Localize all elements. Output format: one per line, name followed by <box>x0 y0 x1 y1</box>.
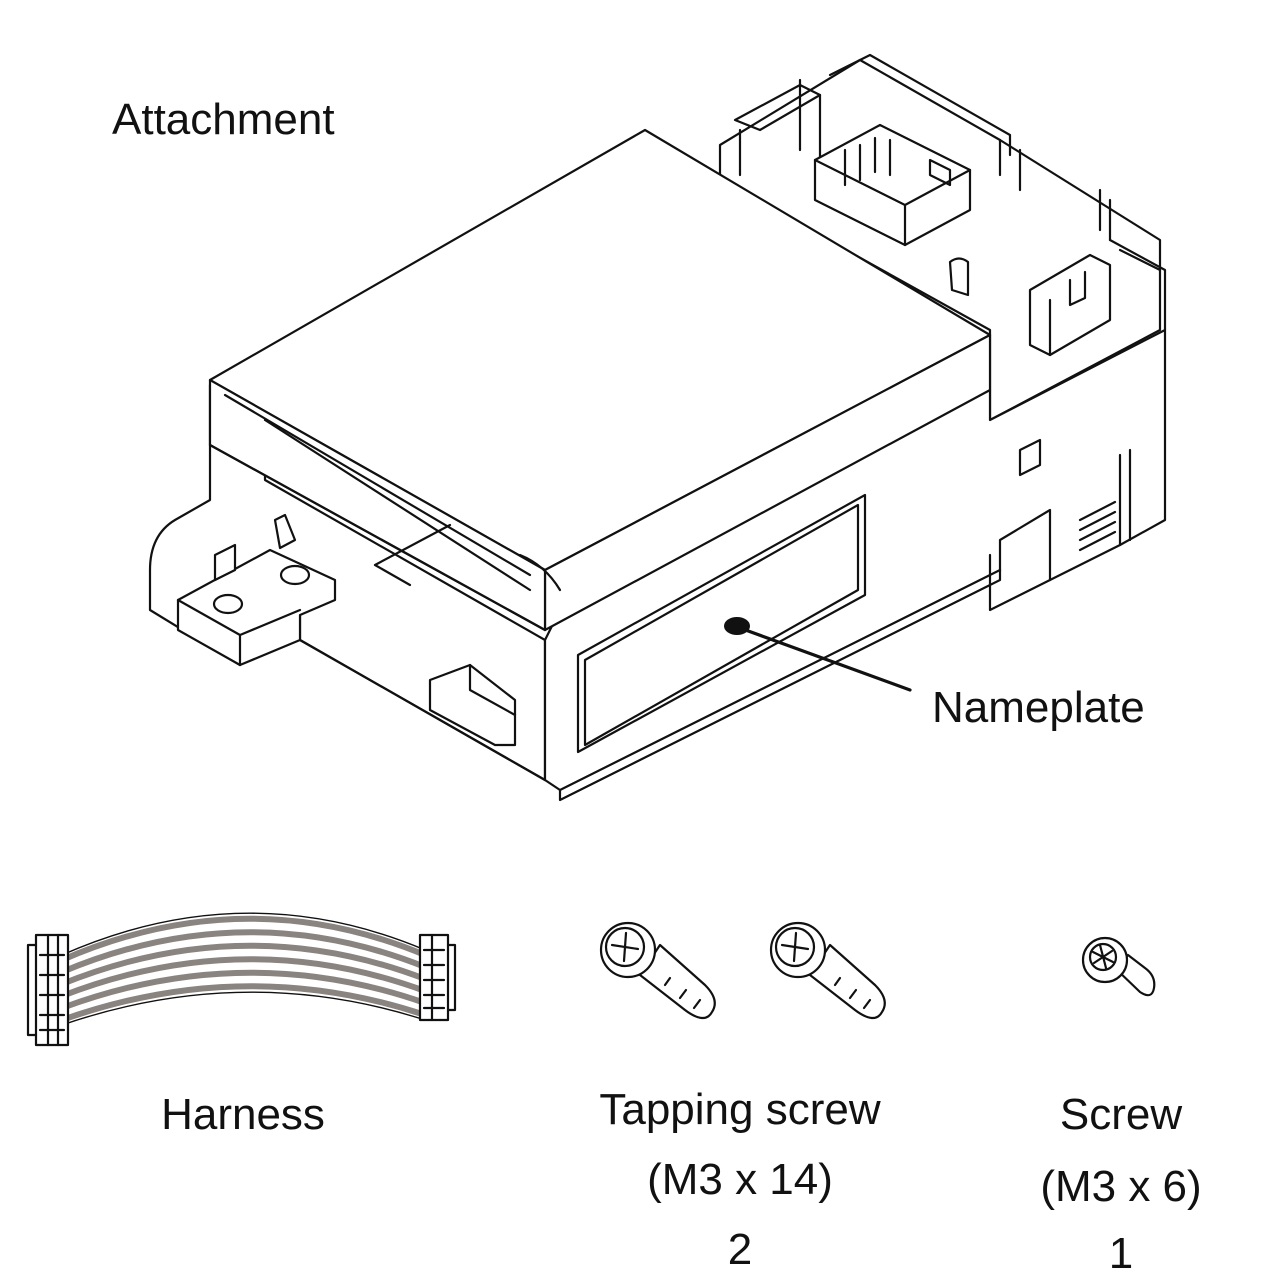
screw-name: Screw <box>1059 1090 1183 1139</box>
mounting-hole-2 <box>279 564 311 586</box>
tapping-screw-name: Tapping screw <box>599 1085 881 1134</box>
tapping-screw-spec: (M3 x 14) <box>647 1155 833 1204</box>
rear-connector-frame <box>718 53 1167 422</box>
screw-small <box>1081 936 1156 997</box>
mounting-tab <box>176 513 337 667</box>
screw-spec: (M3 x 6) <box>1040 1162 1202 1211</box>
nameplate-leader <box>724 617 912 692</box>
main-body <box>148 128 1167 802</box>
tapping-screw-qty: 2 <box>727 1225 753 1274</box>
tapping-screw-1 <box>599 921 716 1020</box>
nameplate-label: Nameplate <box>932 683 1145 732</box>
harness-label: Harness <box>161 1090 325 1139</box>
screw-qty: 1 <box>1108 1229 1134 1278</box>
harness-left-connector <box>26 933 70 1047</box>
tapping-screw-2 <box>769 921 886 1020</box>
harness <box>26 912 457 1047</box>
attachment-unit <box>148 53 1167 802</box>
mounting-hole-1 <box>212 593 244 615</box>
harness-right-connector <box>418 933 457 1022</box>
attachment-label: Attachment <box>112 95 335 144</box>
